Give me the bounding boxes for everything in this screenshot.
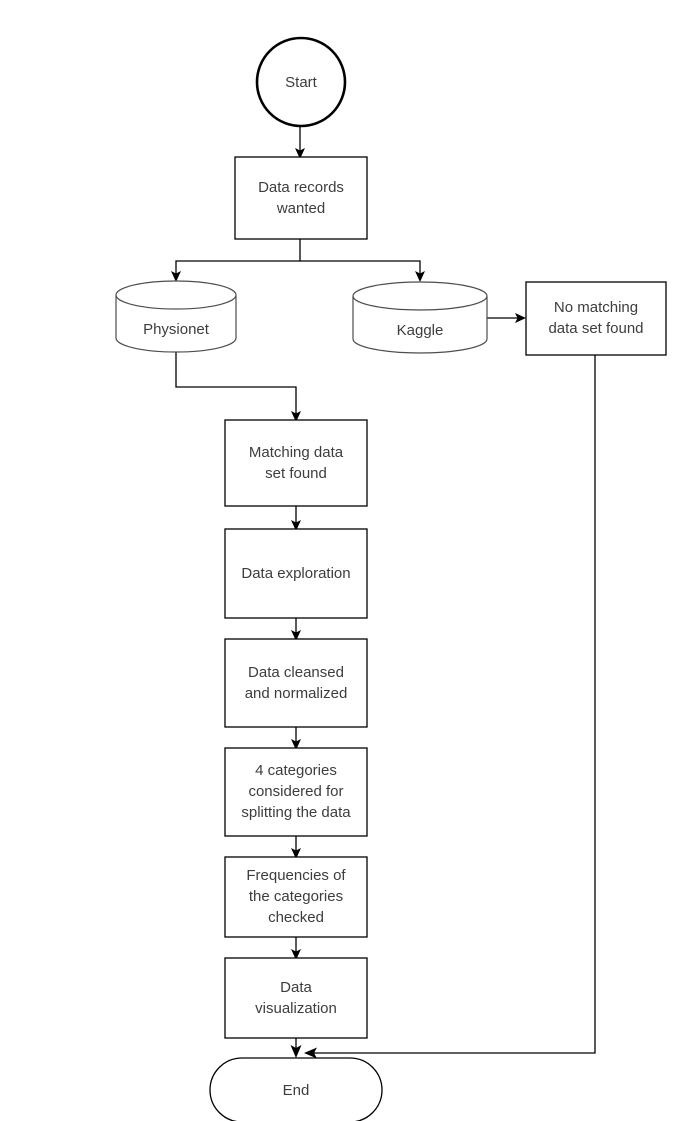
node-start[interactable]: Start	[255, 36, 347, 128]
node-kaggle-label: Kaggle	[397, 322, 444, 339]
node-data-cleansed[interactable]: Data cleansed and normalized	[224, 638, 368, 728]
edge-start-to-records	[295, 122, 305, 159]
node-categories-considered-label-2: considered for	[248, 783, 343, 800]
edge-cleansed-to-categories	[291, 727, 301, 750]
node-data-exploration[interactable]: Data exploration	[224, 528, 368, 619]
node-matching-found[interactable]: Matching data set found	[224, 419, 368, 507]
edge-no-matching-to-end	[304, 355, 596, 1059]
node-frequencies-checked[interactable]: Frequencies of the categories checked	[224, 856, 368, 938]
edge-records-to-physionet	[171, 239, 301, 282]
node-categories-considered-label-1: 4 categories	[255, 762, 337, 779]
node-end[interactable]: End	[209, 1057, 383, 1121]
node-data-records-wanted-label-2: wanted	[276, 200, 325, 217]
edge-exploration-to-cleansed	[291, 618, 301, 641]
node-matching-found-label-1: Matching data	[249, 444, 344, 461]
node-data-records-wanted-label-1: Data records	[258, 179, 344, 196]
node-physionet-label: Physionet	[143, 321, 210, 338]
edge-visualization-to-end	[290, 1038, 302, 1058]
node-data-cleansed-label-1: Data cleansed	[248, 664, 344, 681]
node-frequencies-checked-label-1: Frequencies of	[246, 867, 346, 884]
node-kaggle[interactable]: Kaggle	[352, 281, 488, 354]
node-categories-considered-label-3: splitting the data	[241, 804, 351, 821]
edge-kaggle-to-no-matching	[487, 313, 526, 323]
node-data-visualization[interactable]: Data visualization	[224, 957, 368, 1039]
edge-matching-to-exploration	[291, 506, 301, 531]
node-start-label: Start	[285, 74, 318, 91]
node-no-matching-label-2: data set found	[548, 320, 643, 337]
node-no-matching[interactable]: No matching data set found	[525, 281, 667, 356]
node-physionet[interactable]: Physionet	[115, 280, 237, 353]
node-data-visualization-label-2: visualization	[255, 1000, 337, 1017]
node-frequencies-checked-label-2: the categories	[249, 888, 343, 905]
edge-physionet-to-matching	[175, 352, 301, 422]
node-data-exploration-label: Data exploration	[241, 565, 350, 582]
edge-records-to-kaggle	[300, 260, 425, 282]
node-matching-found-label-2: set found	[265, 465, 327, 482]
node-frequencies-checked-label-3: checked	[268, 909, 324, 926]
node-categories-considered[interactable]: 4 categories considered for splitting th…	[224, 747, 368, 837]
edge-categories-to-frequencies	[291, 836, 301, 859]
node-end-label: End	[283, 1082, 310, 1099]
node-data-cleansed-label-2: and normalized	[245, 685, 348, 702]
node-data-records-wanted[interactable]: Data records wanted	[234, 156, 368, 240]
node-data-visualization-label-1: Data	[280, 979, 312, 996]
edge-frequencies-to-visualization	[291, 937, 301, 960]
node-no-matching-label-1: No matching	[554, 299, 638, 316]
